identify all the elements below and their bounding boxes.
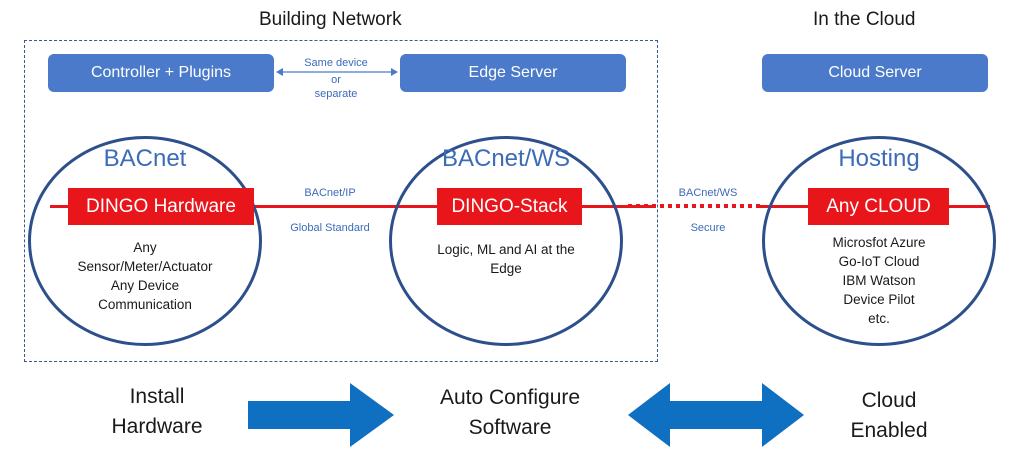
bacnet-desc-line: Any Device	[110, 278, 180, 293]
bacnet-ws-desc-line: Logic, ML and AI at the	[437, 242, 575, 257]
bacnet-ws-dotted-line	[628, 204, 760, 208]
step-line: Hardware	[111, 415, 203, 438]
hosting-desc-line: IBM Watson	[842, 273, 916, 288]
hosting-desc-line: Microsfot Azure	[832, 235, 926, 250]
bacnet-title: BACnet	[103, 145, 187, 172]
same-device-double-arrow	[276, 68, 398, 76]
same-device-label: Same device	[304, 57, 368, 69]
right-arrow	[248, 383, 394, 447]
global-standard-label: Global Standard	[290, 222, 370, 234]
dingo-hardware-box: DINGO Hardware	[68, 188, 254, 225]
bacnet-ip-label: BACnet/IP	[304, 187, 356, 199]
step-line: Software	[468, 416, 552, 439]
bacnet-ws-desc-line: Edge	[490, 261, 522, 276]
step-install-hardware: Install Hardware	[82, 382, 232, 442]
bacnet-ws-description: Logic, ML and AI at the Edge	[389, 240, 623, 278]
any-cloud-box: Any CLOUD	[808, 188, 949, 225]
edge-server-pill: Edge Server	[400, 54, 626, 92]
step-cloud-enabled: Cloud Enabled	[814, 386, 964, 446]
double-arrow	[628, 383, 804, 447]
step-line: Install	[129, 385, 185, 408]
bacnet-circle	[28, 136, 262, 346]
separate-label: separate	[314, 88, 358, 100]
secure-label: Secure	[690, 222, 726, 234]
bacnet-ip-line	[50, 205, 656, 208]
bacnet-ws-link-label: BACnet/WS	[678, 187, 738, 199]
hosting-desc-line: etc.	[868, 311, 890, 326]
building-network-boundary	[24, 40, 658, 362]
or-label: or	[331, 74, 341, 86]
hosting-desc-line: Go-IoT Cloud	[838, 254, 920, 269]
step-line: Auto Configure	[439, 386, 581, 409]
bacnet-desc-line: Any	[133, 240, 157, 255]
bacnet-desc-line: Communication	[98, 297, 192, 312]
bacnet-description: Any Sensor/Meter/Actuator Any Device Com…	[28, 238, 262, 314]
bacnet-ws-title: BACnet/WS	[441, 145, 571, 172]
bacnet-desc-line: Sensor/Meter/Actuator	[77, 259, 213, 274]
bacnet-ws-circle	[389, 136, 623, 346]
dingo-stack-box: DINGO-Stack	[437, 188, 582, 225]
hosting-desc-line: Device Pilot	[843, 292, 915, 307]
controller-plugins-pill: Controller + Plugins	[48, 54, 274, 92]
heading-in-the-cloud: In the Cloud	[813, 9, 916, 30]
hosting-circle	[762, 136, 996, 346]
step-line: Cloud	[861, 389, 917, 412]
hosting-description: Microsfot Azure Go-IoT Cloud IBM Watson …	[762, 233, 996, 328]
step-line: Enabled	[850, 419, 928, 442]
step-auto-configure: Auto Configure Software	[410, 383, 610, 443]
hosting-title: Hosting	[838, 145, 920, 172]
cloud-server-pill: Cloud Server	[762, 54, 988, 92]
heading-building-network: Building Network	[259, 9, 402, 30]
